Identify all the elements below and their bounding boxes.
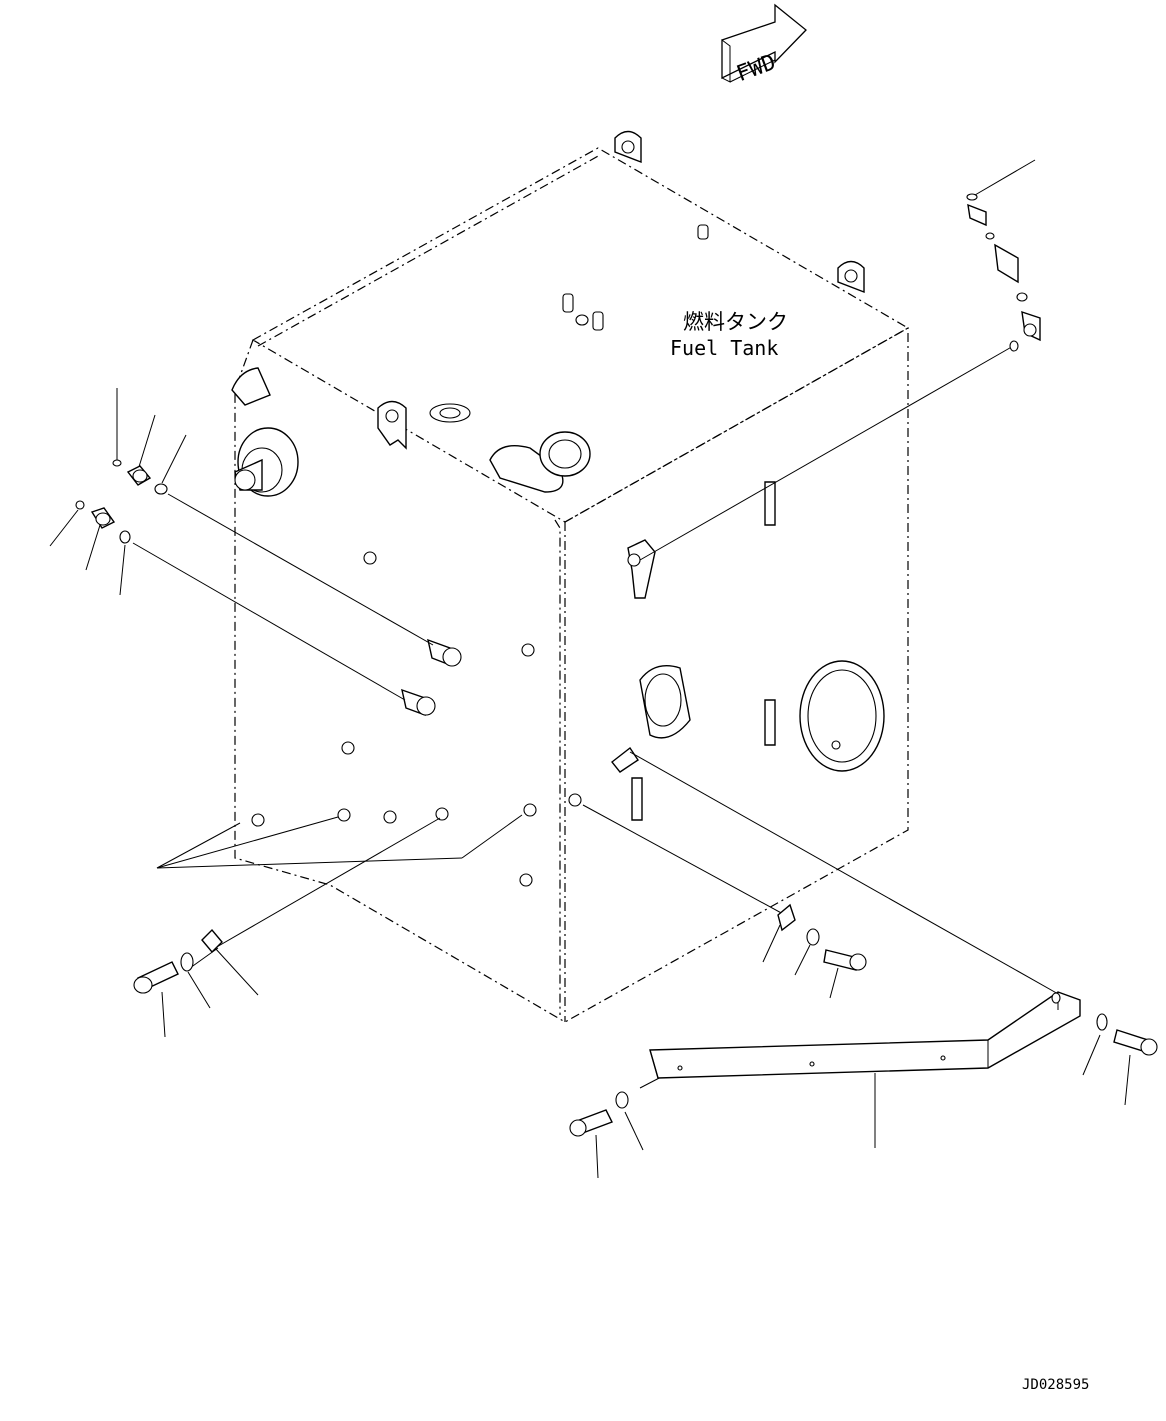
fitting-icon bbox=[75, 459, 168, 544]
leader-lines bbox=[49, 159, 1131, 1179]
washer-icon bbox=[180, 952, 194, 972]
tank-label-en: Fuel Tank bbox=[670, 336, 778, 360]
bracket-icon bbox=[777, 903, 796, 932]
fuel-tank: 燃料タンク Fuel Tank bbox=[231, 130, 910, 1023]
lifting-eye bbox=[837, 260, 865, 294]
drawing-id: JD028595 bbox=[1022, 1377, 1089, 1393]
lifting-eye bbox=[614, 130, 642, 164]
washer-icon bbox=[1096, 1013, 1108, 1031]
fwd-arrow-icon: FWD bbox=[721, 3, 807, 87]
lifting-eye bbox=[377, 400, 407, 450]
washer-icon bbox=[806, 928, 820, 946]
bracket-icon bbox=[201, 928, 223, 954]
fwd-label: FWD bbox=[733, 50, 779, 87]
tank-label-jp: 燃料タンク bbox=[683, 310, 788, 334]
bolt-icon bbox=[1113, 1029, 1158, 1056]
washer-icon bbox=[615, 1091, 629, 1109]
fitting-icon bbox=[966, 193, 1041, 352]
bolt-icon bbox=[823, 949, 867, 971]
support-bar bbox=[649, 991, 1081, 1079]
bolt-icon bbox=[133, 961, 179, 994]
bolt-icon bbox=[569, 1109, 613, 1137]
